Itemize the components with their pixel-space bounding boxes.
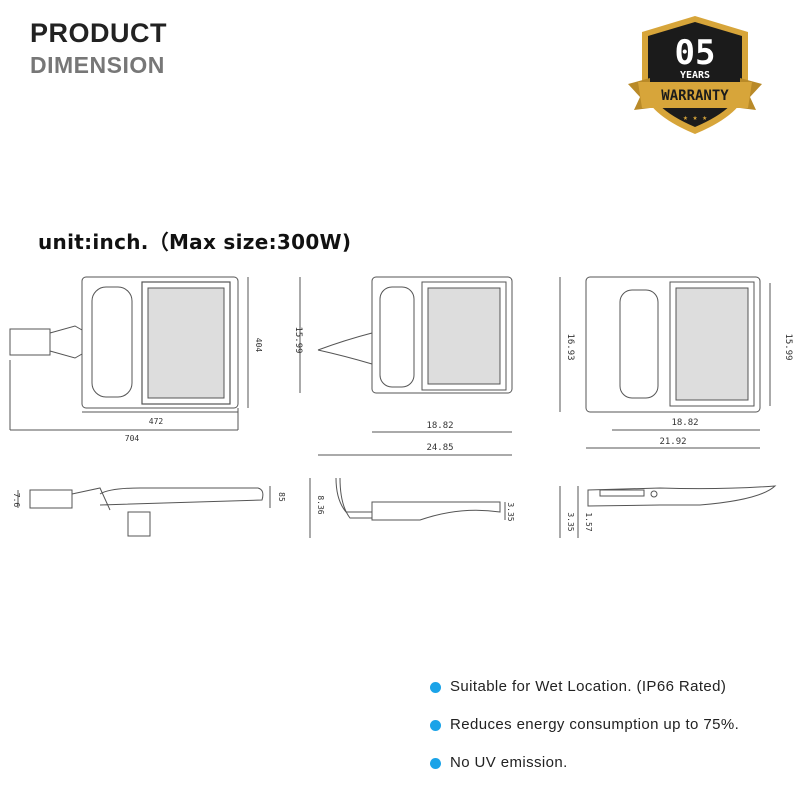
dim-7-6: 7.6 <box>12 493 21 508</box>
feature-list: Suitable for Wet Location. (IP66 Rated) … <box>430 678 739 792</box>
warranty-badge-icon: 05 YEARS WARRANTY ★ ★ ★ <box>628 16 762 134</box>
title-dimension: DIMENSION <box>30 52 165 78</box>
dim-704: 704 <box>125 434 140 443</box>
dim-18-82-a: 18.82 <box>426 421 453 431</box>
dim-15-99-b: 15.99 <box>783 333 793 360</box>
side-view-middle: 8.36 3.35 <box>309 477 515 538</box>
badge-years: YEARS <box>680 70 710 81</box>
title-product: PRODUCT <box>30 18 167 48</box>
bullet-icon <box>430 682 441 693</box>
bullet-icon <box>430 758 441 769</box>
badge-warranty: WARRANTY <box>661 88 729 104</box>
svg-text:★ ★ ★: ★ ★ ★ <box>683 113 707 122</box>
dim-15-99-a: 15.99 <box>293 326 303 353</box>
dimension-drawing: 472 704 404 15.99 18.82 24.85 16.93 15.9… <box>9 276 793 538</box>
top-view-left: 472 704 404 <box>9 276 263 443</box>
badge-number: 05 <box>675 33 716 73</box>
dim-1-57: 1.57 <box>584 512 593 531</box>
dim-3-35-b: 3.35 <box>566 512 575 531</box>
dim-404: 404 <box>254 338 263 353</box>
dim-21-92: 21.92 <box>659 437 686 447</box>
unit-note: unit:inch.（Max size:300W) <box>38 230 352 254</box>
feature-item: Reduces energy consumption up to 75%. <box>430 716 739 754</box>
feature-text: No UV emission. <box>450 754 568 771</box>
feature-text: Suitable for Wet Location. (IP66 Rated) <box>450 678 727 695</box>
feature-item: Suitable for Wet Location. (IP66 Rated) <box>430 678 739 716</box>
top-view-middle: 15.99 18.82 24.85 <box>293 276 513 456</box>
feature-text: Reduces energy consumption up to 75%. <box>450 716 740 733</box>
side-view-left: 7.6 85 <box>12 486 286 537</box>
feature-item: No UV emission. <box>430 754 739 792</box>
dim-472: 472 <box>149 417 164 426</box>
dim-16-93: 16.93 <box>565 333 575 360</box>
bullet-icon <box>430 720 441 731</box>
dim-8-36: 8.36 <box>316 495 325 514</box>
side-view-right: 3.35 1.57 <box>559 485 777 538</box>
dim-24-85: 24.85 <box>426 443 453 453</box>
top-view-right: 16.93 15.99 18.82 21.92 <box>559 276 793 449</box>
dim-3-35-a: 3.35 <box>506 502 515 521</box>
dim-85: 85 <box>277 492 286 502</box>
dim-18-82-b: 18.82 <box>671 418 698 428</box>
